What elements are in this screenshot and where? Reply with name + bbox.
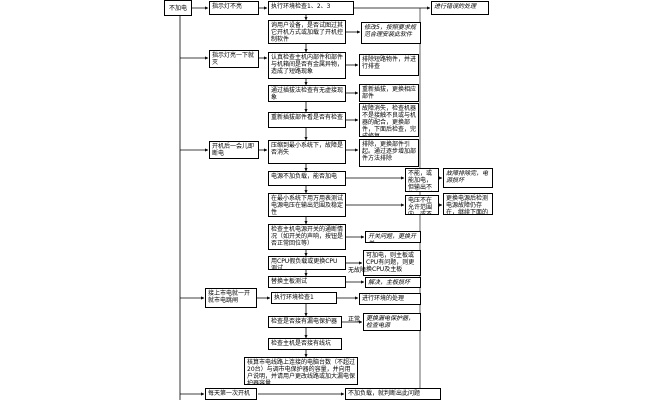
- step-label: 核算市电线路上连接的电脑台数（不超过20台）与调市电保护器的容量，并向用户说明，…: [247, 359, 356, 385]
- result-contact-fault: 故障消失，检查机器不是接触不良或与机器的配合，更换部件，下面后检查，完成修复: [359, 103, 419, 137]
- branch-indicator-off: 指示灯不亮: [209, 1, 259, 15]
- branch-label: 指示灯亮一下就灭: [212, 52, 255, 66]
- branch-label: 每天第一次开机: [208, 390, 251, 397]
- edge-label-normal: 正常: [348, 314, 360, 323]
- result-label: 排除，更换部件引起。通过逐步增加部件方法排除: [362, 141, 417, 162]
- result-label: 不能，或能加电，但输出不稳定，则更换电源解决: [408, 170, 433, 191]
- result-cpu-board: 可加电，则主板或CPU有问题，则更换CPU及主板: [363, 250, 421, 276]
- branch-power-cutoff: 开机后一会儿即断电: [209, 141, 259, 159]
- branch-label: 接上市电就一开就市电跳闸: [208, 290, 251, 304]
- result-reinstall-software: 修改5，按照要求规范合理安装此软件: [361, 22, 421, 44]
- branch-first-boot: 每天第一次开机: [205, 388, 257, 400]
- note-label: 故障排除完，电源损坏: [446, 170, 489, 184]
- result-label: 更换漏电保护器，检查电源: [366, 315, 415, 329]
- step-plug-test: 通过插拔法检查有无虚接现象: [268, 85, 346, 102]
- result-label: 进行环境的处理: [362, 295, 405, 302]
- step-cpu-test: 用CPU假负载或更换CPU测试: [268, 256, 346, 270]
- edge-label: 正常: [348, 316, 361, 323]
- edge-label: 无故障: [348, 267, 367, 274]
- result-label: 开关问题，更换开关: [368, 233, 417, 242]
- result-error-handling: 进行错误的处理: [431, 1, 489, 15]
- step-swap-board: 替换主板测试: [268, 276, 346, 288]
- note-continue-check: 更换电源后检测电源故障仍存在，继续下面的检查: [443, 193, 493, 215]
- result-label: 故障消失，检查机器不是接触不良或与机器的配合，更换部件，下面后检查，完成修复: [362, 105, 417, 137]
- branch-mains-trip: 接上市电就一开就市电跳闸: [205, 288, 257, 308]
- step-psu-noload: 电源不加负载，能否加电: [268, 171, 346, 186]
- step-label: 检查是否接有漏电保护器: [271, 318, 338, 325]
- result-label: 解决，主板损坏: [368, 279, 411, 286]
- step-label: 用CPU假负载或更换CPU测试: [271, 258, 338, 270]
- step-label: 通过插拔法检查有无虚接现象: [271, 87, 344, 101]
- result-replace-psu: 不能，或能加电，但输出不稳定，则更换电源解决: [405, 168, 439, 192]
- step-check-wiring: 检查主机是否接有线坑: [268, 338, 342, 350]
- root-node: 不加电: [164, 0, 192, 16]
- step-power-switch: 检查主机电源开关的通断情况（如开关的声响，按钮是否正常回位等）: [268, 224, 346, 250]
- result-reseat-replace: 重新插拔，更换相应部件: [359, 84, 419, 102]
- step-env-check-2: 执行环境检查1: [271, 292, 337, 304]
- result-board-broken: 解决，主板损坏: [365, 277, 421, 288]
- step-label: 执行环境检查1、2、3: [271, 3, 331, 10]
- step-label: 询用户设备，是否试图过其它开机方式或加载了开机控制软件: [271, 22, 344, 43]
- note-label: 更换电源后检测电源故障仍存在，继续下面的检查: [446, 195, 489, 215]
- result-label: 电压不在允许范围内，或不稳定，电源损坏: [408, 197, 433, 215]
- result-label: 可加电，则主板或CPU有问题，则更换CPU及主板: [366, 252, 415, 273]
- branch-label: 指示灯不亮: [212, 3, 243, 10]
- branch-label: 开机后一会儿即断电: [212, 143, 255, 157]
- step-label: 电源不加负载，能否加电: [271, 173, 338, 180]
- result-switch-issue: 开关问题，更换开关: [365, 231, 421, 243]
- result-label: 排除短路物件，并进行排查: [362, 56, 417, 70]
- step-label: 在最小系统下用万用表测试电源电压在输出范围及稳定性: [271, 195, 344, 216]
- result-remove-short: 排除短路物件，并进行排查: [359, 54, 419, 76]
- step-label: 检查主机电源开关的通断情况（如开关的声响，按钮是否正常回位等）: [271, 226, 344, 247]
- result-replace-protector: 更换漏电保护器，检查电源: [363, 313, 421, 331]
- result-first-boot: 不加负载，就判断出此问题: [345, 388, 441, 400]
- branch-indicator-blink: 指示灯亮一下就灭: [209, 50, 259, 68]
- step-count-pcs: 核算市电线路上连接的电脑台数（不超过20台）与调市电保护器的容量，并向用户说明，…: [244, 357, 358, 385]
- result-label: 进行错误的处理: [434, 3, 477, 10]
- result-component-fault: 排除，更换部件引起。通过逐步增加部件方法排除: [359, 139, 419, 167]
- step-check-short: 认真检查主机内部件和部件与机箱间是否有金属异物，造成了短路现象: [268, 52, 346, 79]
- step-reseat: 重新插拔部件看是否有检查: [268, 112, 346, 128]
- root-label: 不加电: [168, 5, 187, 12]
- step-multimeter: 在最小系统下用万用表测试电源电压在输出范围及稳定性: [268, 193, 346, 217]
- result-label: 重新插拔，更换相应部件: [362, 86, 417, 100]
- step-label: 执行环境检查1: [274, 294, 314, 301]
- result-env-handling: 进行环境的处理: [359, 293, 421, 305]
- edge-label-nofault: 无故障: [348, 265, 366, 274]
- step-label: 压缩到最小系统下，故障是否消失: [271, 142, 344, 156]
- result-label: 修改5，按照要求规范合理安装此软件: [364, 24, 416, 38]
- step-label: 替换主板测试: [271, 278, 308, 285]
- note-psu-broken: 故障排除完，电源损坏: [443, 168, 493, 188]
- step-env-check: 执行环境检查1、2、3: [268, 1, 354, 15]
- step-label: 认真检查主机内部件和部件与机箱间是否有金属异物，造成了短路现象: [271, 54, 344, 75]
- result-psu-broken: 电压不在允许范围内，或不稳定，电源损坏: [405, 195, 439, 215]
- step-label: 重新插拔部件看是否有检查: [271, 114, 344, 121]
- step-leakage-protector: 检查是否接有漏电保护器: [268, 316, 342, 328]
- result-label: 不加负载，就判断出此问题: [348, 390, 421, 397]
- step-min-system: 压缩到最小系统下，故障是否消失: [268, 140, 346, 164]
- step-ask-user: 询用户设备，是否试图过其它开机方式或加载了开机控制软件: [268, 20, 346, 44]
- step-label: 检查主机是否接有线坑: [271, 340, 332, 347]
